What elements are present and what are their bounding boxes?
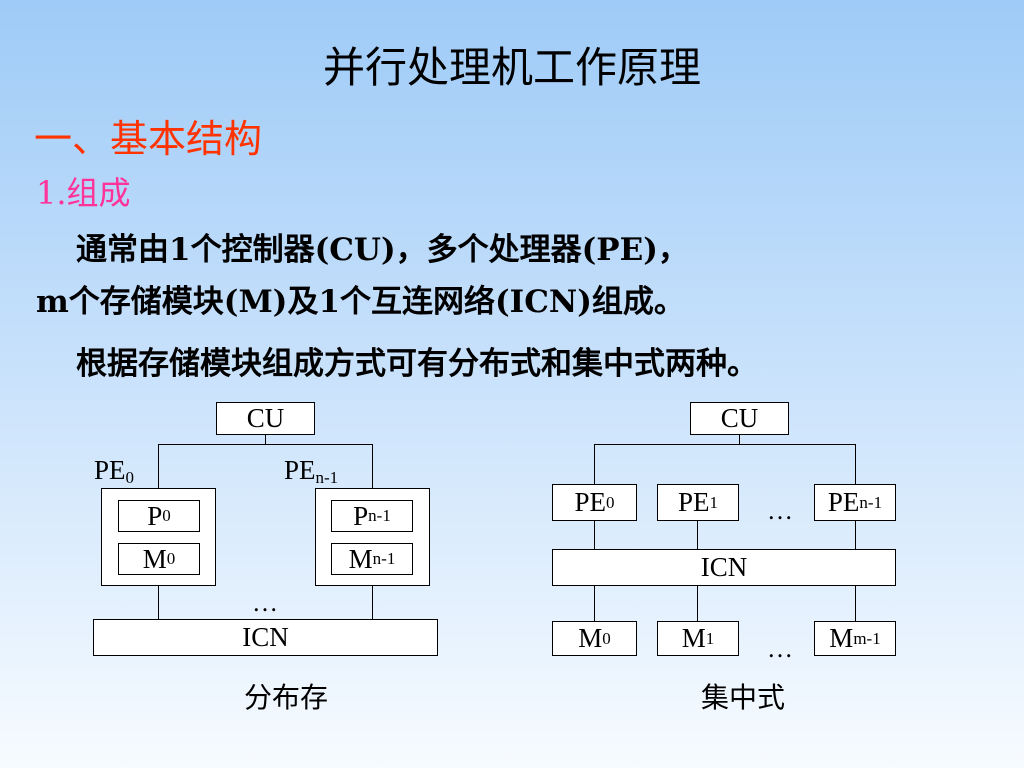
body-paragraph-line-3: 根据存储模块组成方式可有分布式和集中式两种。 bbox=[76, 346, 758, 382]
connector-line bbox=[594, 444, 595, 484]
connector-line bbox=[855, 521, 856, 549]
distributed-caption: 分布存 bbox=[244, 681, 329, 714]
ellipsis: … bbox=[767, 634, 795, 663]
section-heading: 一、基本结构 bbox=[34, 117, 263, 161]
connector-line bbox=[158, 586, 159, 619]
body-paragraph-line-1: 通常由1个控制器(CU)，多个处理器(PE)， bbox=[76, 232, 689, 268]
connector-line bbox=[739, 435, 740, 444]
pe-label: PE0 bbox=[94, 455, 135, 487]
connector-line bbox=[855, 444, 856, 484]
connector-line bbox=[594, 521, 595, 549]
ellipsis: … bbox=[252, 588, 280, 617]
page-title: 并行处理机工作原理 bbox=[322, 43, 701, 92]
connector-line bbox=[158, 444, 159, 488]
body-paragraph-line-2: m个存储模块(M)及1个互连网络(ICN)组成。 bbox=[36, 284, 685, 320]
connector-line bbox=[158, 444, 373, 445]
pe-label: PEn-1 bbox=[284, 455, 339, 487]
connector-line bbox=[372, 586, 373, 619]
icn-box: ICN bbox=[552, 549, 896, 586]
icn-box: ICN bbox=[93, 619, 438, 656]
centralized-caption: 集中式 bbox=[701, 681, 786, 714]
connector-line bbox=[594, 586, 595, 621]
cu-box: CU bbox=[690, 402, 789, 435]
connector-line bbox=[697, 521, 698, 549]
icn-label: ICN bbox=[700, 552, 748, 582]
connector-line bbox=[855, 586, 856, 621]
cu-label: CU bbox=[246, 403, 285, 433]
connector-line bbox=[594, 444, 856, 445]
connector-line bbox=[372, 444, 373, 488]
cu-box: CU bbox=[216, 402, 315, 435]
subsection-heading: 1.组成 bbox=[36, 174, 131, 212]
icn-label: ICN bbox=[242, 622, 289, 652]
ellipsis: … bbox=[767, 496, 795, 525]
connector-line bbox=[697, 586, 698, 621]
connector-line bbox=[265, 435, 266, 444]
cu-label: CU bbox=[720, 403, 759, 433]
